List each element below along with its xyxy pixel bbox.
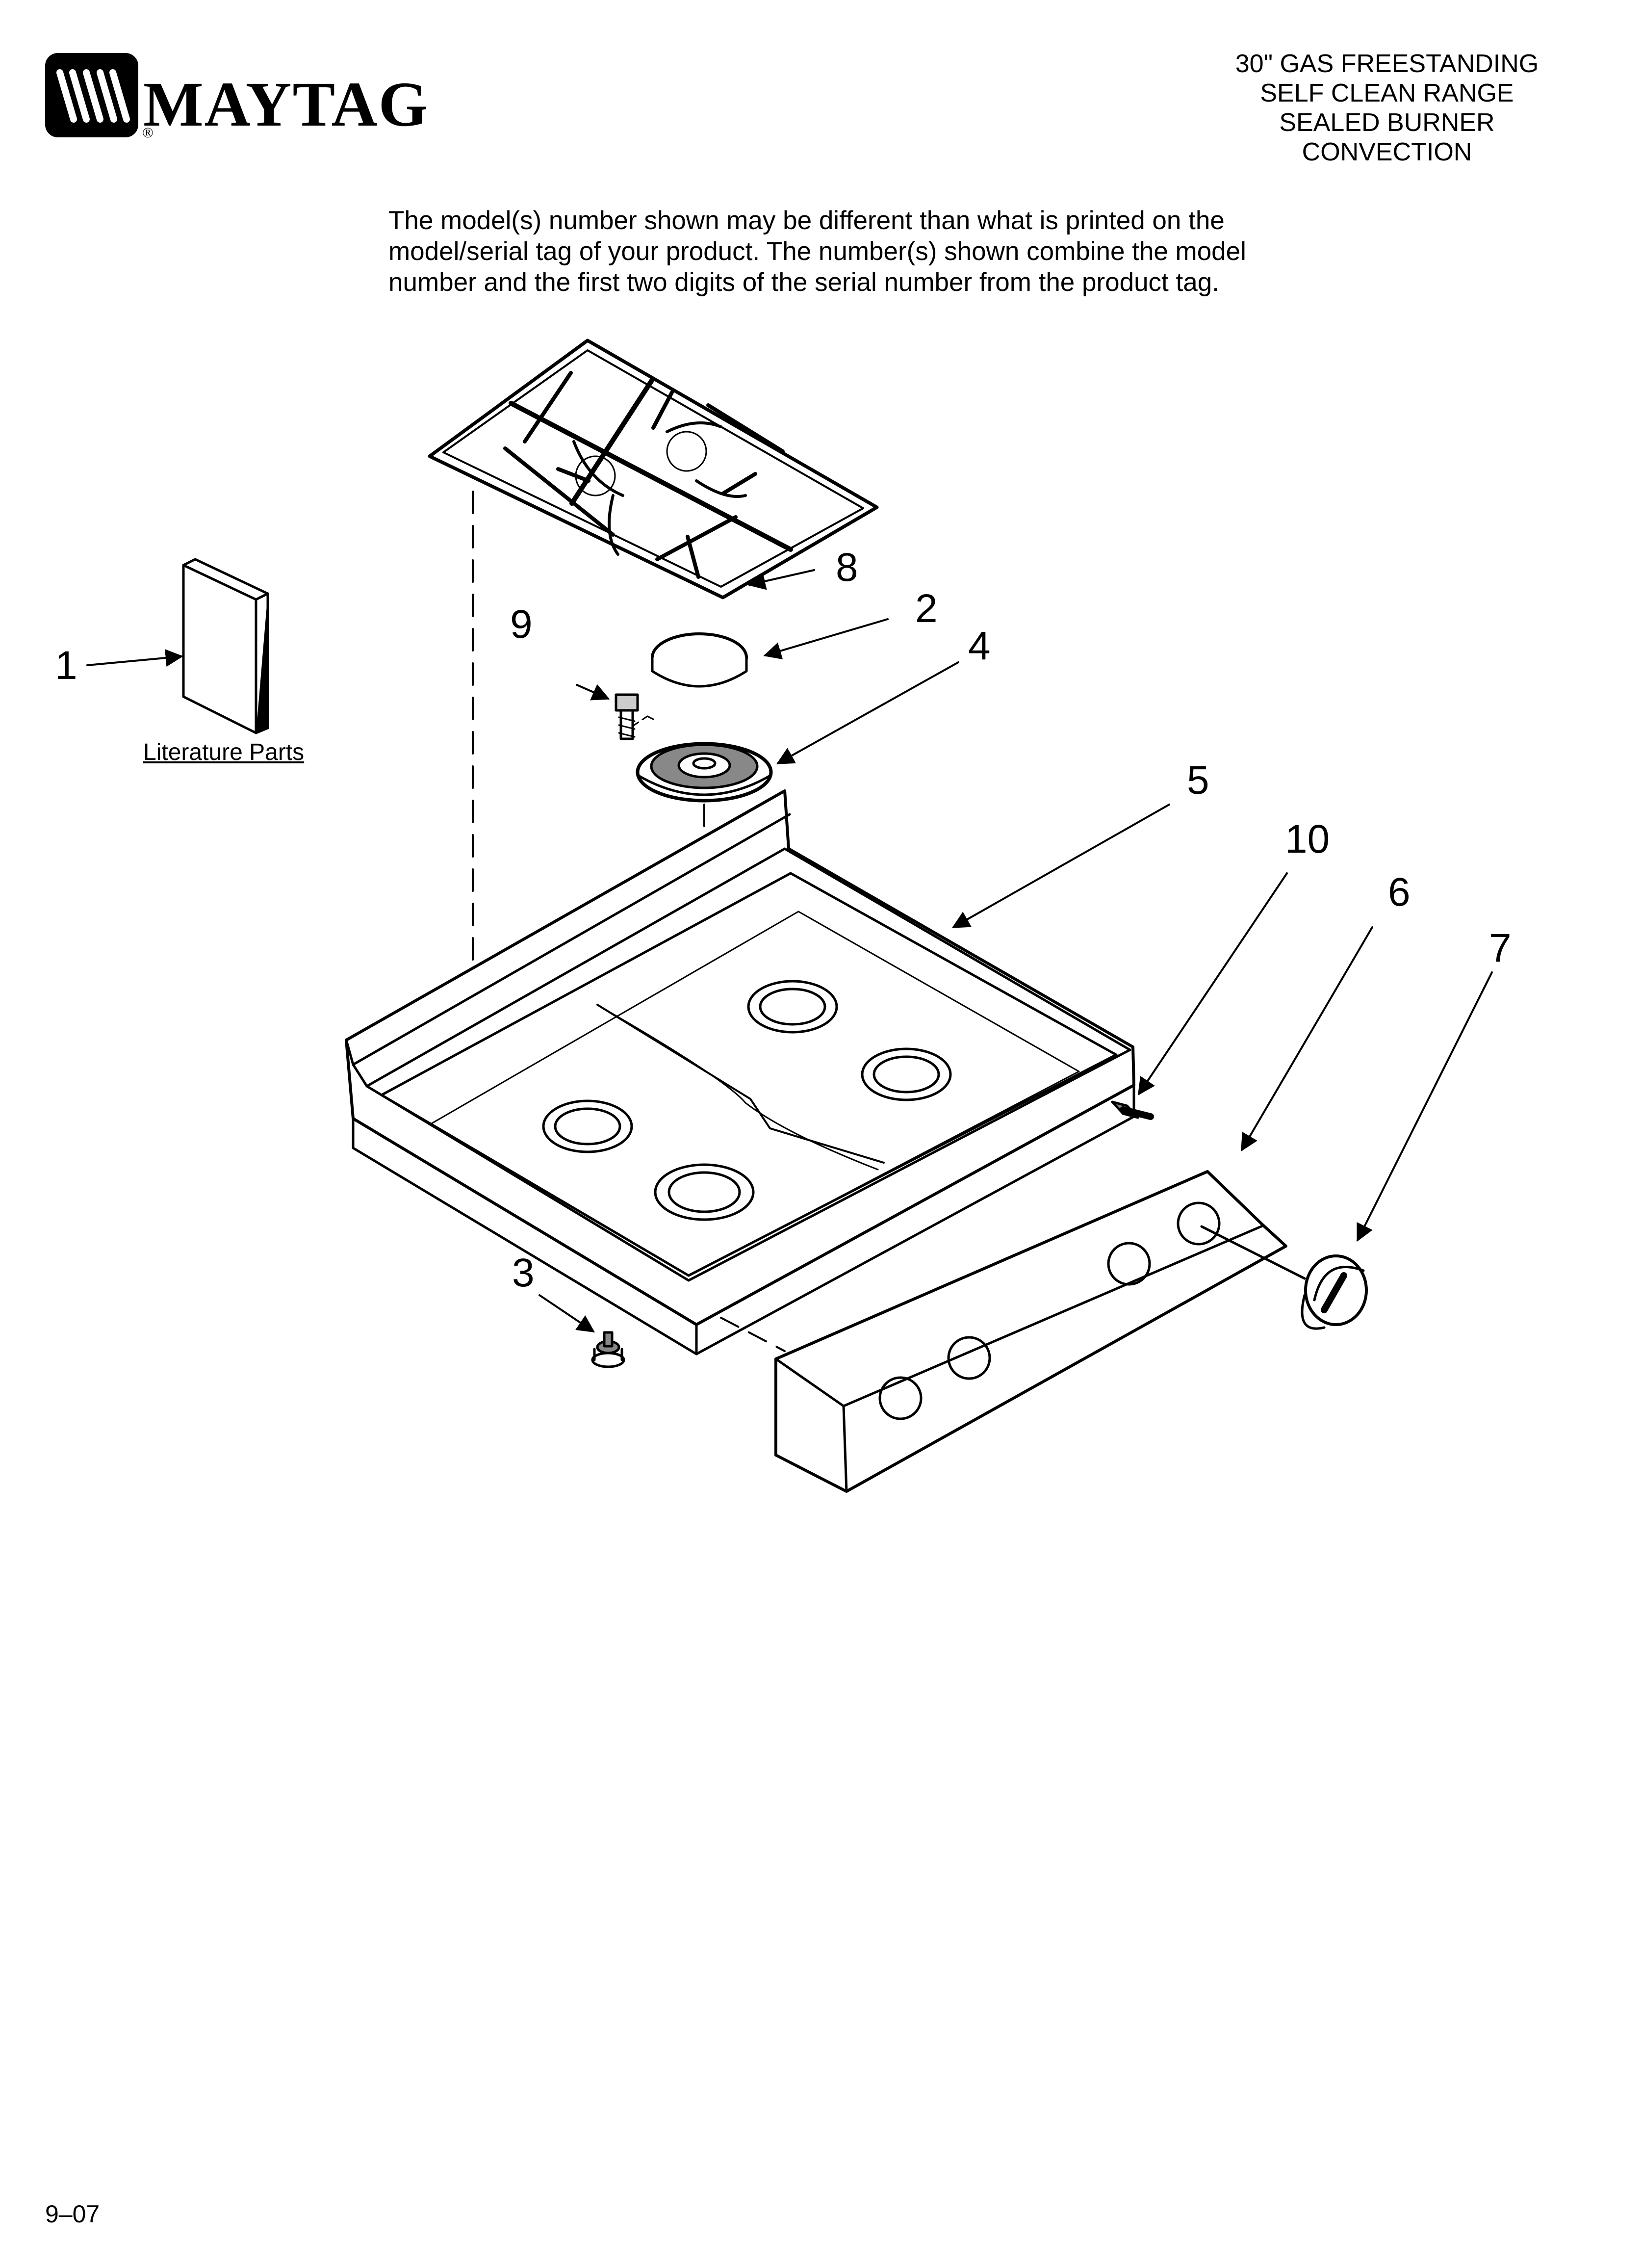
callout-10: 10: [1285, 817, 1330, 861]
leader-6: [1241, 926, 1373, 1152]
burner-base: [636, 742, 773, 803]
burner-cap: [651, 632, 748, 688]
revision-code: 9–07: [45, 2200, 100, 2228]
burner-screw: [615, 693, 658, 740]
callout-5: 5: [1187, 758, 1209, 803]
model-number-notice: The model(s) number shown may be differe…: [388, 205, 1492, 298]
leader-2: [763, 618, 889, 660]
m-stripes-icon: [56, 69, 130, 123]
knob-shaft-line: [1200, 1225, 1306, 1280]
title-line: SEALED BURNER: [1279, 108, 1495, 137]
panel-screw: [1111, 1100, 1154, 1120]
registered-mark: ®: [142, 125, 154, 141]
cooktop: [345, 789, 1135, 1356]
callout-9: 9: [510, 602, 533, 647]
literature-parts-label: Literature Parts: [143, 739, 305, 765]
callout-4: 4: [968, 624, 991, 668]
control-knob: [1301, 1254, 1368, 1330]
leader-7: [1357, 971, 1493, 1242]
title-line: 30" GAS FREESTANDING: [1235, 50, 1539, 78]
maytag-logo: MAYTAG ®: [45, 53, 428, 141]
leader-5: [951, 804, 1170, 928]
burner-grate: [428, 339, 879, 600]
callout-3: 3: [512, 1251, 535, 1295]
control-panel: [774, 1170, 1287, 1493]
callout-1: 1: [55, 643, 77, 688]
leveling-foot: [591, 1331, 625, 1368]
assembly-line-panel: [720, 1317, 786, 1352]
notice-line: number and the first two digits of the s…: [388, 268, 1219, 297]
brand-name: MAYTAG: [143, 69, 429, 140]
title-line: CONVECTION: [1302, 138, 1472, 166]
callout-2: 2: [915, 586, 938, 631]
leader-10: [1137, 872, 1288, 1095]
leader-1: [86, 649, 183, 667]
notice-line: model/serial tag of your product. The nu…: [388, 237, 1246, 266]
callout-8: 8: [836, 545, 858, 590]
leader-8: [747, 569, 815, 590]
leader-4: [776, 661, 959, 764]
product-title-block: 30" GAS FREESTANDING SELF CLEAN RANGE SE…: [1186, 49, 1588, 167]
leader-3: [539, 1294, 595, 1333]
maytag-m-mark: [45, 53, 138, 137]
notice-line: The model(s) number shown may be differe…: [388, 206, 1225, 235]
callout-7: 7: [1489, 926, 1512, 970]
literature-booklet: [182, 558, 269, 734]
title-line: SELF CLEAN RANGE: [1260, 79, 1514, 107]
leader-3b: [576, 684, 610, 701]
callout-6: 6: [1388, 870, 1411, 914]
